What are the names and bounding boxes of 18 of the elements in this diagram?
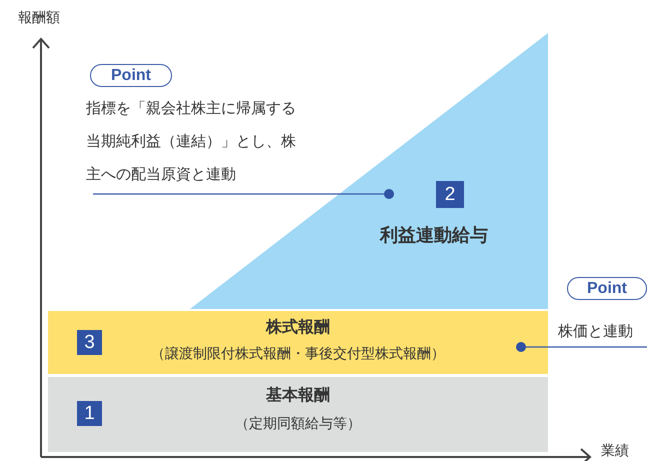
band-title: 株式報酬	[264, 317, 331, 338]
number-badge: 2	[436, 181, 464, 208]
stock-band	[48, 311, 548, 374]
note-text: 株価と連動	[558, 315, 643, 337]
axis-label: 業績	[601, 442, 629, 460]
note-text: 指標を「親会社株主に帰属する当期純利益（連結）」とし、株主への配当原資と連動	[86, 92, 302, 192]
point-tag: Point	[567, 277, 647, 300]
band-title: 利益連動給与	[380, 224, 488, 247]
number-badge: 1	[77, 401, 102, 426]
band-subtitle: （定期同額給与等）	[234, 415, 362, 433]
axis-label: 報酬額	[18, 9, 60, 27]
point-tag: Point	[90, 64, 172, 87]
number-badge: 3	[77, 330, 102, 355]
leader-line	[93, 189, 394, 199]
band-title: 基本報酬	[265, 385, 331, 406]
band-subtitle: （譲渡制限付株式報酬・事後交付型株式報酬）	[150, 345, 446, 363]
base-band	[48, 377, 548, 452]
leader-line	[516, 342, 647, 352]
